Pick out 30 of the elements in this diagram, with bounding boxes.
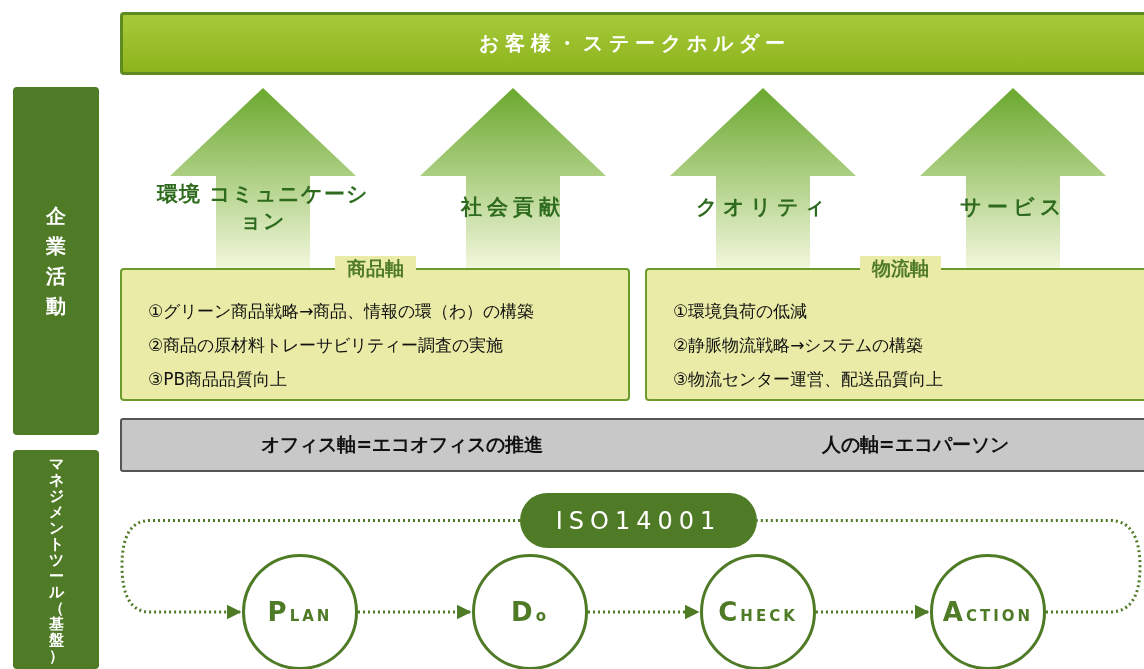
- side-label: マネジメントツール（基盤）: [47, 455, 65, 664]
- step-label: CHECK: [718, 597, 798, 627]
- dotted-arrow: [588, 604, 700, 620]
- bar-label: 人の軸=エコパーソン: [821, 432, 1009, 457]
- list-item: ①グリーン商品戦略→商品、情報の環（わ）の構築: [148, 300, 536, 323]
- stakeholder-band: [120, 12, 1144, 75]
- up-arrow: [920, 88, 1106, 268]
- pill-label: ISO14001: [555, 506, 722, 535]
- dotted-arrow: [358, 604, 472, 620]
- side-band: [13, 450, 99, 669]
- up-arrow: [170, 88, 356, 268]
- side-band: [13, 87, 99, 435]
- band-title: お客様・ステークホルダー: [479, 30, 791, 57]
- list-item: ①環境負荷の低減: [673, 300, 809, 323]
- list-item: ③物流センター運営、配送品質向上: [673, 368, 945, 391]
- bar-label: オフィス軸=エコオフィスの推進: [261, 432, 544, 457]
- step-label: ACTION: [942, 597, 1034, 627]
- step-label: Do: [511, 597, 549, 627]
- step-label: PLAN: [267, 597, 333, 627]
- standard-pill: [520, 493, 757, 548]
- edge-label: クオリティ: [695, 194, 831, 222]
- up-arrow: [670, 88, 856, 268]
- list-item: ②商品の原材料トレーサビリティー調査の実施: [148, 334, 505, 357]
- dotted-arrow: [120, 519, 520, 620]
- up-arrow: [420, 88, 606, 268]
- list-item: ②静脈物流戦略→システムの構築: [673, 334, 925, 357]
- list-item: ③PB商品品質向上: [148, 368, 289, 391]
- dotted-arrow: [816, 604, 930, 620]
- axis-bar: [120, 418, 1144, 472]
- side-label: 企業活動: [45, 203, 67, 320]
